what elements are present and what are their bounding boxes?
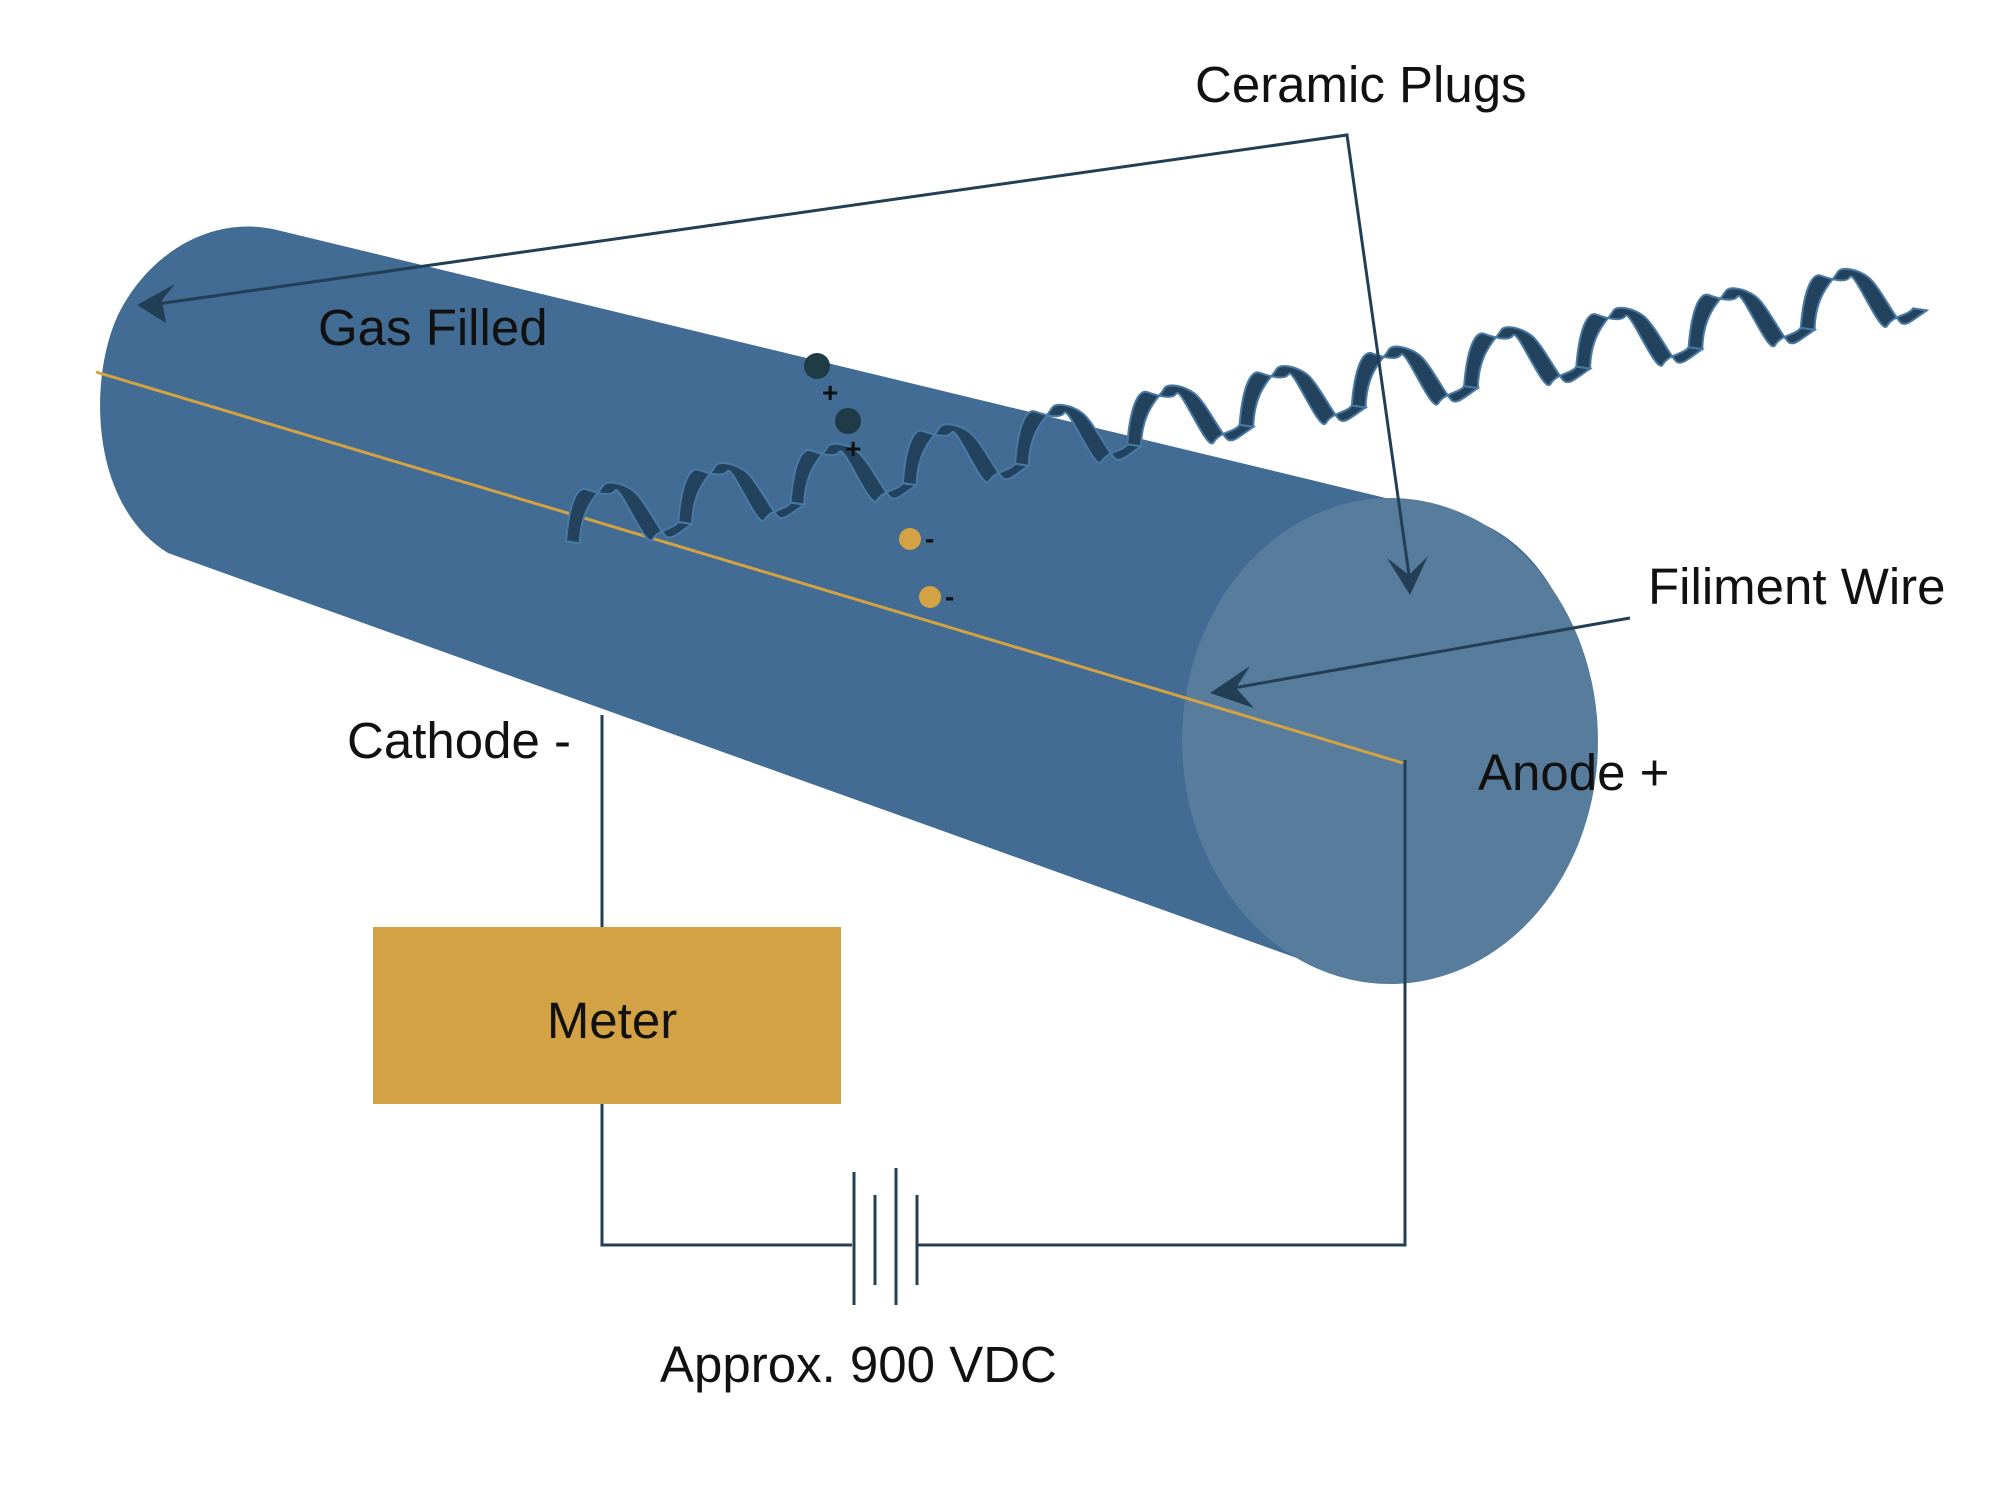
arrowhead-icon — [137, 284, 175, 323]
ion-sign-2: + — [845, 433, 861, 464]
circuit-wiring — [600, 715, 1407, 1247]
filament-leader — [1210, 616, 1631, 708]
wave-segment — [1687, 287, 1818, 351]
tube-end-cap — [1182, 498, 1598, 984]
battery-cell-icon — [852, 1168, 919, 1305]
voltage-label: Approx. 900 VDC — [660, 1336, 1057, 1393]
ion-sign-1: + — [822, 377, 838, 408]
meter-label: Meter — [547, 992, 677, 1049]
positive-ion-2: + — [835, 408, 861, 464]
wave-segment — [1350, 345, 1481, 409]
gas-filled-label: Gas Filled — [318, 299, 548, 356]
electron-sign-1: - — [925, 523, 934, 554]
wave-segment — [1238, 364, 1369, 429]
positive-ion-1: + — [804, 353, 838, 408]
arrowhead-icon — [1387, 556, 1428, 595]
wave-segment — [1463, 326, 1593, 390]
ceramic-plugs-label: Ceramic Plugs — [1195, 56, 1527, 113]
meter-box: Meter — [373, 927, 841, 1104]
cathode-label: Cathode - — [347, 712, 571, 769]
filament-wire-label: Filiment Wire — [1648, 558, 1946, 615]
wave-segment — [1575, 306, 1705, 370]
anode-label: Anode + — [1478, 744, 1669, 801]
electron-2: - — [919, 581, 954, 612]
electron-1: - — [899, 523, 934, 554]
electron-sign-2: - — [945, 581, 954, 612]
wave-segment — [1799, 267, 1930, 331]
ceramic-plugs-leaders — [137, 133, 1428, 595]
filament-wire — [95, 370, 1404, 765]
wave-segment — [1126, 384, 1256, 448]
radiation-wave-icon — [565, 267, 1930, 545]
arrowhead-icon — [1210, 666, 1254, 708]
